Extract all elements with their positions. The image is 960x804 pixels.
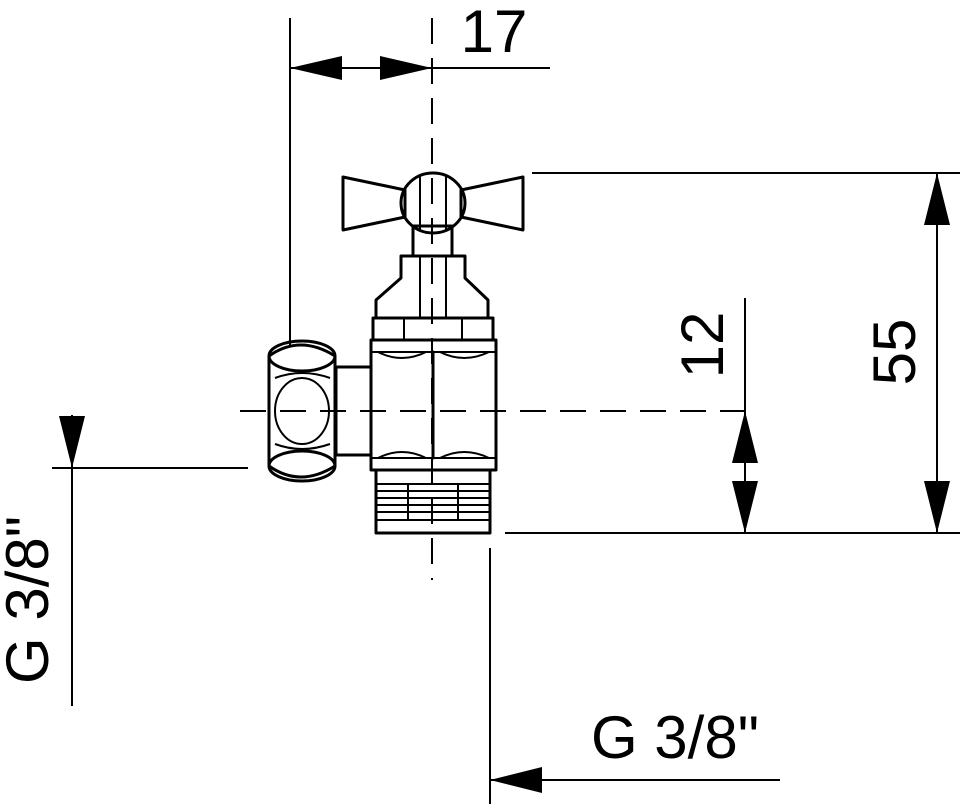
hex-body	[369, 338, 498, 472]
dimension-offset-label: 17	[461, 0, 528, 65]
arrow-head	[490, 767, 542, 793]
dimension-17: 17	[290, 0, 550, 80]
threaded-outlet	[374, 468, 492, 535]
arrow-head	[732, 481, 758, 533]
dimension-outlet-thread: G 3/8"	[490, 704, 780, 793]
dimension-12: 12	[669, 312, 758, 533]
arrow-head	[924, 173, 950, 225]
arrow-head	[924, 481, 950, 533]
arrow-head	[380, 56, 432, 80]
dimension-55: 55	[861, 173, 950, 533]
arrow-head	[290, 56, 342, 80]
cross-handle	[341, 171, 525, 235]
dimension-inlet-thread: G 3/8"	[0, 415, 85, 706]
valve-body	[267, 171, 525, 535]
dimension-outlet-thread-label: G 3/8"	[591, 704, 759, 771]
dimension-height-label: 55	[861, 319, 928, 386]
dimension-inlet-thread-label: G 3/8"	[0, 516, 61, 684]
arrow-head	[732, 411, 758, 463]
arrow-head	[59, 416, 85, 468]
side-inlet-nut	[267, 339, 337, 483]
dimension-thread-length-label: 12	[669, 312, 736, 379]
center-lines	[240, 18, 750, 580]
